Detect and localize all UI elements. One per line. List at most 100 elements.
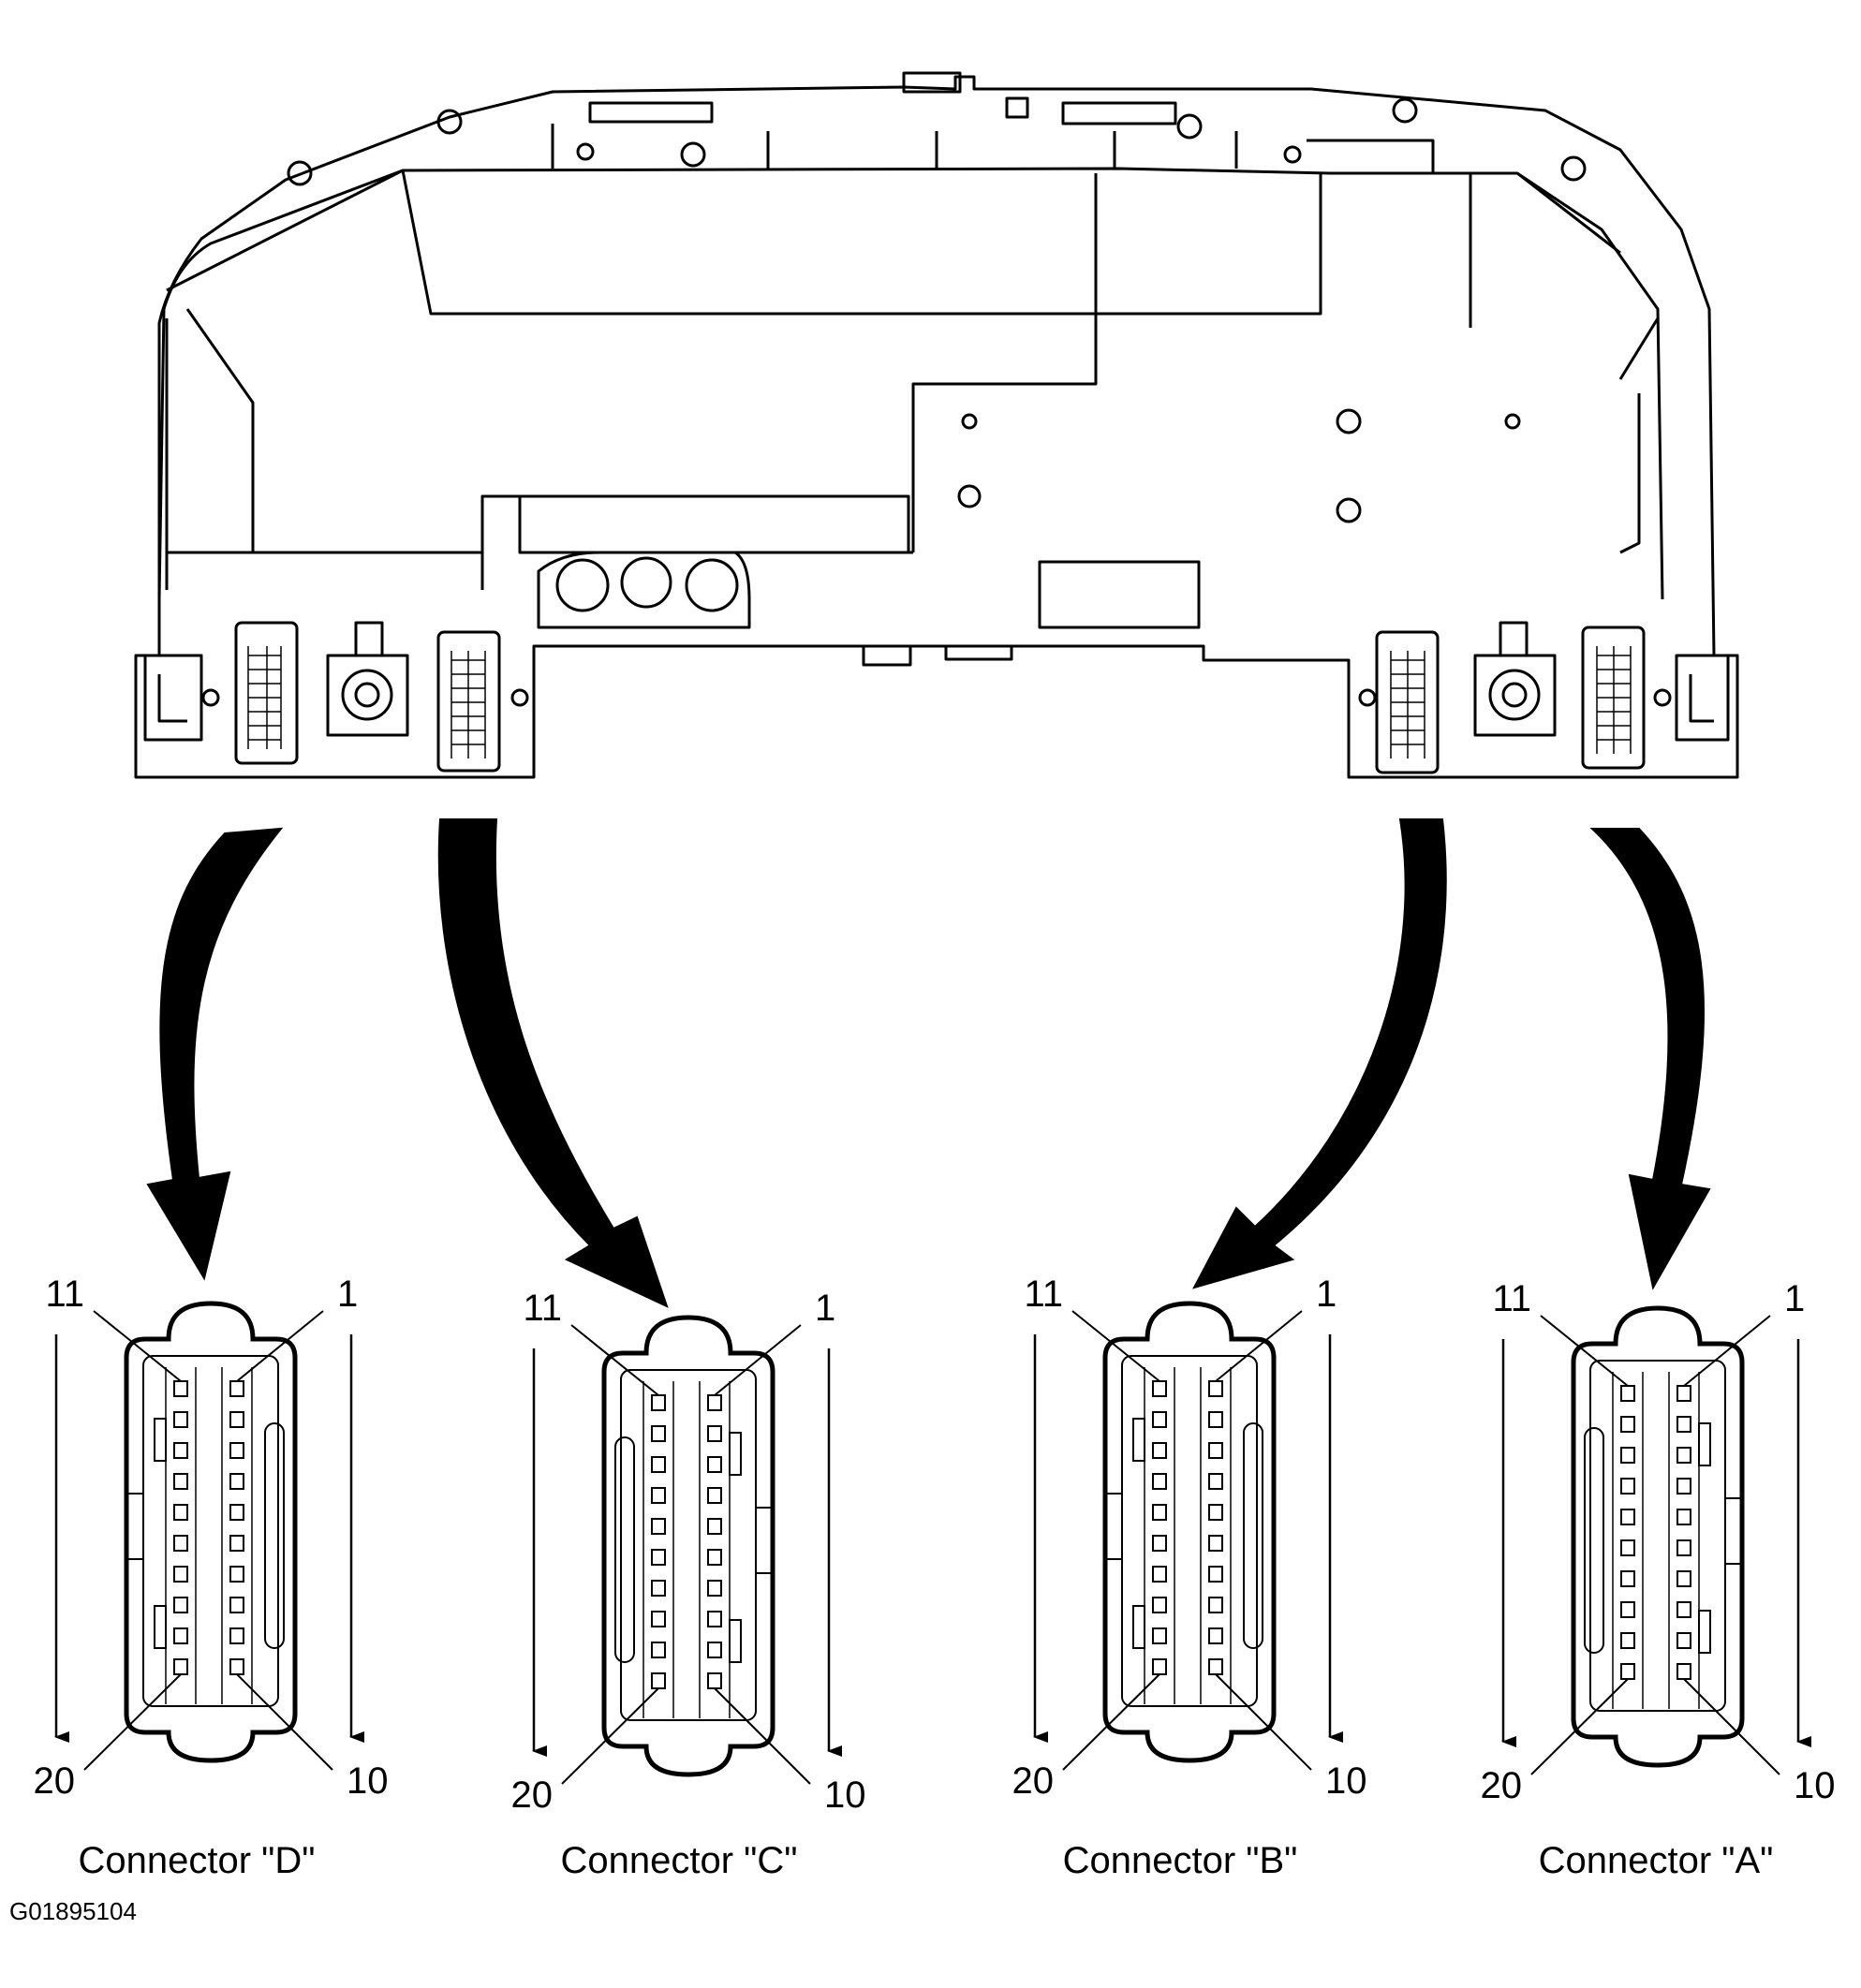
pin-cavity xyxy=(707,1394,722,1411)
pin-label-10: 10 xyxy=(824,1774,866,1816)
pin-cavity xyxy=(1152,1442,1167,1459)
leader-line xyxy=(1215,1673,1312,1771)
pin-cavity xyxy=(173,1658,188,1675)
pin-cavity xyxy=(1620,1385,1635,1402)
pin-cavity xyxy=(651,1580,666,1597)
pin-cavity xyxy=(651,1672,666,1689)
connector-slot xyxy=(1698,1610,1711,1654)
pin-label-20: 20 xyxy=(1481,1765,1523,1806)
connector-key xyxy=(1724,1497,1742,1565)
pin-cavity xyxy=(1676,1539,1691,1556)
mapping-arrows xyxy=(146,818,1711,1308)
connector-slot xyxy=(154,1605,167,1649)
connector-shell xyxy=(1571,1305,1745,1768)
pin-cavity xyxy=(229,1658,244,1675)
pin-label-10: 10 xyxy=(1794,1765,1836,1806)
pin-cavity xyxy=(651,1487,666,1504)
pin-cavity xyxy=(707,1518,722,1535)
pin-cavity xyxy=(1152,1627,1167,1644)
pin-cavity xyxy=(1152,1597,1167,1613)
pin-cavity xyxy=(1152,1566,1167,1583)
leader-line xyxy=(714,1687,811,1785)
pin-cavity xyxy=(1620,1416,1635,1433)
connector-latch xyxy=(1243,1422,1263,1649)
pin-cavity xyxy=(1676,1663,1691,1680)
leader-line xyxy=(570,1324,659,1396)
pin-cavity xyxy=(707,1487,722,1504)
pin-cavity xyxy=(651,1518,666,1535)
pin-cavity xyxy=(1620,1447,1635,1464)
pin-cavity xyxy=(651,1549,666,1566)
pin-cavity xyxy=(229,1380,244,1397)
pin-cavity xyxy=(1208,1473,1223,1490)
leader-line xyxy=(714,1324,802,1396)
pin-cavity xyxy=(1152,1473,1167,1490)
pin-cavity xyxy=(1620,1509,1635,1525)
connector-label-b: Connector "B" xyxy=(1063,1840,1298,1881)
pin-cavity xyxy=(1620,1478,1635,1495)
connector-key xyxy=(1105,1493,1123,1560)
connector-latch xyxy=(614,1436,635,1663)
leader-line xyxy=(1530,1678,1629,1775)
leader-line xyxy=(561,1687,659,1785)
pin-cavity xyxy=(173,1442,188,1459)
pin-cavity xyxy=(1676,1601,1691,1618)
pin-cavity xyxy=(1208,1597,1223,1613)
pin-cavity xyxy=(229,1411,244,1428)
connector-latch xyxy=(1584,1427,1604,1654)
pin-cavity xyxy=(229,1566,244,1583)
pin-cavity xyxy=(707,1642,722,1658)
connector-inner-frame xyxy=(620,1369,757,1721)
connector-slot xyxy=(1132,1418,1145,1462)
leader-line xyxy=(93,1310,182,1382)
pin-cavity xyxy=(1676,1632,1691,1649)
leader-line xyxy=(1062,1673,1160,1771)
pin-cavity xyxy=(1208,1658,1223,1675)
pin-cavity xyxy=(1620,1601,1635,1618)
leader-line xyxy=(1071,1310,1160,1382)
connector-slot xyxy=(1698,1422,1711,1466)
leader-line xyxy=(236,1673,333,1771)
pin-cavity xyxy=(1208,1411,1223,1428)
pin-cavity xyxy=(1676,1478,1691,1495)
pin-cavity xyxy=(173,1597,188,1613)
connector-slot xyxy=(154,1418,167,1462)
pin-cavity xyxy=(229,1473,244,1490)
connector-label-c: Connector "C" xyxy=(561,1840,798,1881)
pin-cavity xyxy=(229,1627,244,1644)
pin-cavity xyxy=(173,1566,188,1583)
connector-slot xyxy=(729,1619,742,1663)
pin-cavity xyxy=(1620,1539,1635,1556)
connector-label-d: Connector "D" xyxy=(79,1840,316,1881)
pin-cavity xyxy=(1152,1658,1167,1675)
pin-cavity xyxy=(1620,1570,1635,1587)
pin-cavity xyxy=(1676,1447,1691,1464)
pin-label-20: 20 xyxy=(511,1774,554,1816)
connector-label-a: Connector "A" xyxy=(1539,1840,1774,1881)
pin-cavity xyxy=(1676,1509,1691,1525)
pin-cavity xyxy=(229,1597,244,1613)
pin-cavity xyxy=(1620,1663,1635,1680)
pin-cavity xyxy=(1208,1535,1223,1552)
arrow-to-connector-b xyxy=(1192,818,1447,1289)
pin-label-1: 1 xyxy=(1316,1274,1337,1315)
pin-cavity xyxy=(229,1442,244,1459)
connector-shell xyxy=(1102,1301,1277,1763)
pin-cavity xyxy=(1208,1627,1223,1644)
pin-cavity xyxy=(707,1580,722,1597)
pin-cavity xyxy=(707,1456,722,1473)
pin-cavity xyxy=(651,1394,666,1411)
pin-cavity xyxy=(229,1535,244,1552)
pin-cavity xyxy=(173,1627,188,1644)
pin-cavity xyxy=(229,1504,244,1521)
pin-cavity xyxy=(1676,1570,1691,1587)
cluster-socket-pins xyxy=(247,646,1632,758)
pin-label-20: 20 xyxy=(1012,1760,1055,1802)
connector-slot xyxy=(729,1432,742,1476)
pin-cavity xyxy=(1208,1566,1223,1583)
pin-cavity xyxy=(1152,1504,1167,1521)
